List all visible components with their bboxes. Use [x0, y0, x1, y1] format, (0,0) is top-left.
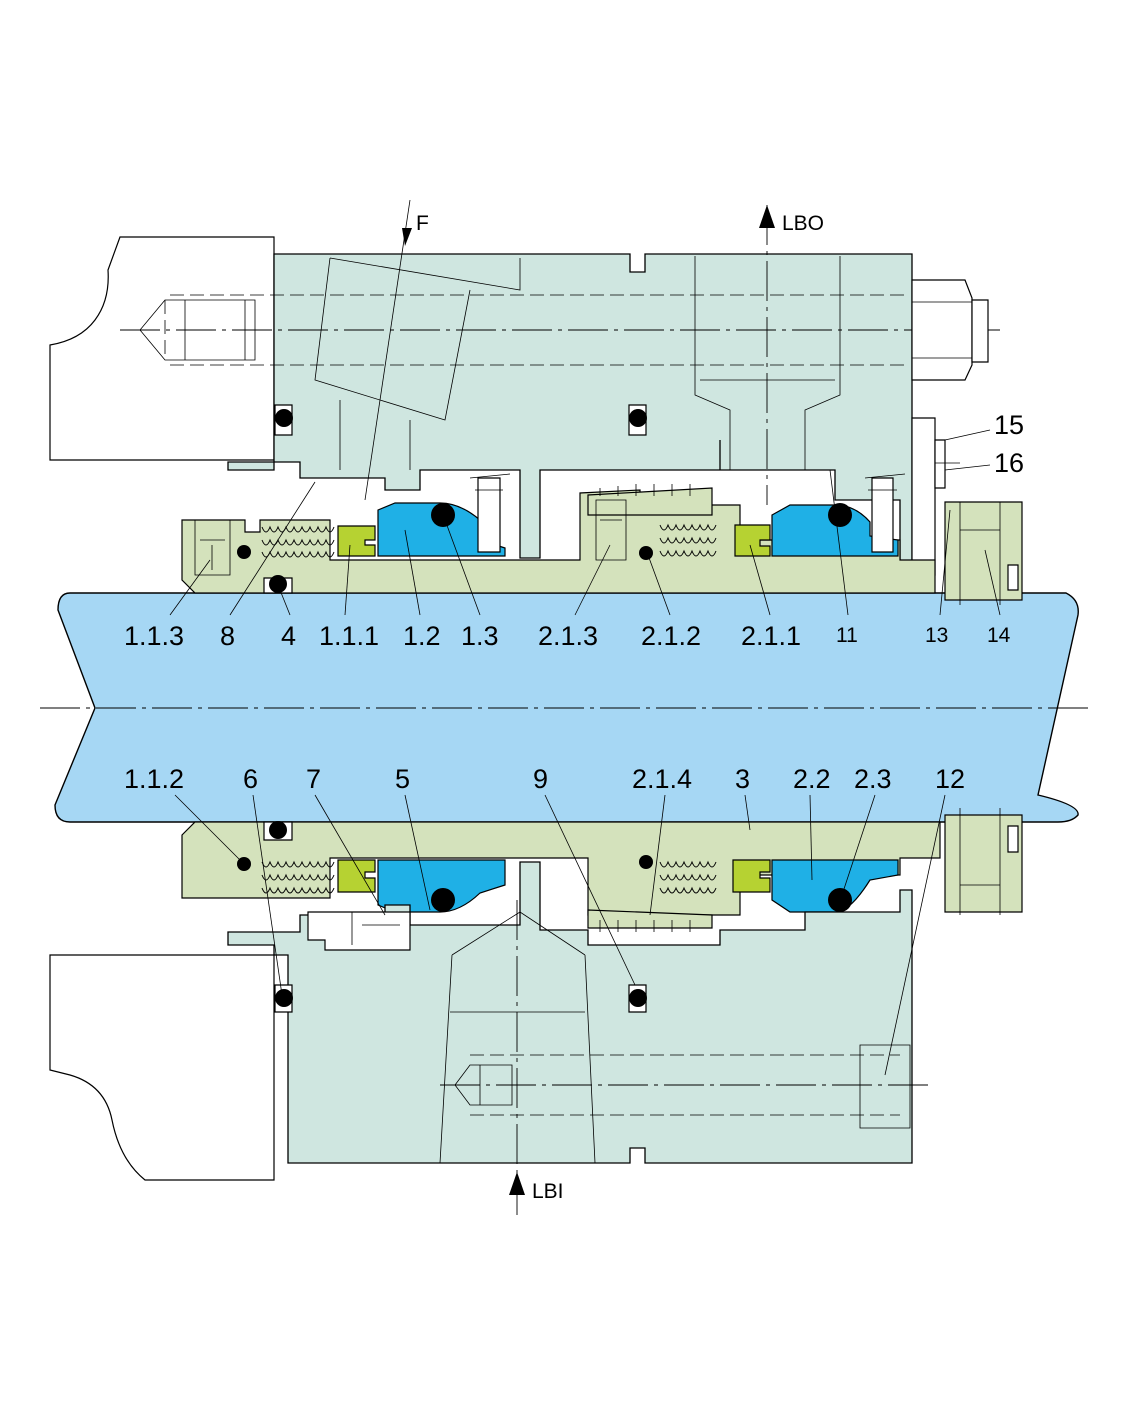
setting-plate	[911, 417, 960, 576]
seal-sleeve-bottom	[181, 821, 941, 932]
seal-sleeve-top	[181, 484, 936, 594]
shaft	[54, 592, 1079, 823]
seal-housing-bottom	[227, 861, 930, 1164]
flush-port-arrow: F	[364, 199, 429, 501]
clamp-collar-top	[944, 501, 1023, 605]
flush-port-label: F	[416, 212, 429, 235]
label-1-3: 1.3	[461, 621, 499, 651]
label-2-2: 2.2	[793, 764, 831, 794]
clamp-collar-bottom	[944, 808, 1023, 915]
label-2-1-1: 2.1.1	[741, 621, 801, 651]
label-2-3: 2.3	[854, 764, 892, 794]
stationary-seats-bottom	[377, 859, 899, 913]
label-7: 7	[306, 764, 321, 794]
label-1-1-3: 1.1.3	[124, 621, 184, 651]
springs-bottom	[261, 860, 717, 894]
label-1-1-2: 1.1.2	[124, 764, 184, 794]
label-6: 6	[243, 764, 258, 794]
label-13: 13	[925, 624, 948, 647]
label-11: 11	[836, 624, 858, 647]
label-4: 4	[281, 621, 296, 651]
part-labels-top: 1.1.3 8 4 1.1.1 1.2 1.3 2.1.3 2.1.2 2.1.…	[124, 621, 1011, 651]
stationary-seats-top	[377, 502, 899, 557]
inlet-port-arrow: LBI	[509, 900, 564, 1215]
springs-top	[261, 523, 717, 558]
label-2-1-4: 2.1.4	[632, 764, 692, 794]
pump-casing	[49, 236, 275, 1181]
label-14: 14	[987, 624, 1011, 647]
label-2-1-3: 2.1.3	[538, 621, 598, 651]
label-1-1-1: 1.1.1	[319, 621, 379, 651]
label-1-2: 1.2	[403, 621, 441, 651]
rotating-faces-bottom	[337, 859, 771, 893]
rotating-faces-top	[337, 524, 771, 557]
inlet-port-label: LBI	[532, 1180, 564, 1203]
label-12: 12	[935, 764, 965, 794]
part-labels-bottom: 1.1.2 6 7 5 9 2.1.4 3 2.2 2.3 12	[124, 764, 965, 794]
outlet-port-arrow: LBO	[759, 205, 824, 505]
label-15: 15	[994, 410, 1024, 440]
label-8: 8	[220, 621, 235, 651]
gland-nut-top	[911, 279, 989, 381]
label-9: 9	[533, 764, 548, 794]
label-16: 16	[994, 448, 1024, 478]
label-2-1-2: 2.1.2	[641, 621, 701, 651]
anti-rotation-pins-top	[469, 473, 906, 553]
leader-lines	[169, 429, 1001, 1076]
seal-housing-top	[120, 253, 1000, 576]
label-5: 5	[395, 764, 410, 794]
part-labels-right: 15 16	[994, 410, 1024, 478]
label-3: 3	[735, 764, 750, 794]
outlet-port-label: LBO	[782, 212, 824, 235]
